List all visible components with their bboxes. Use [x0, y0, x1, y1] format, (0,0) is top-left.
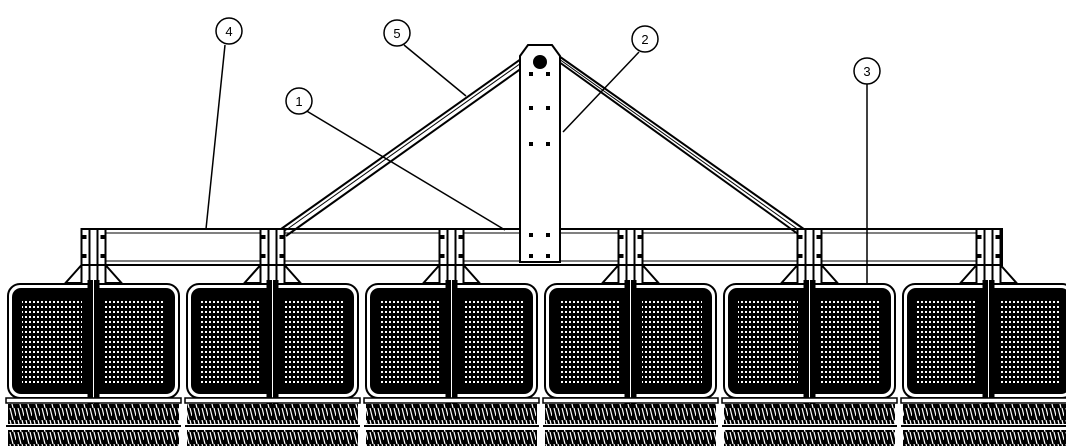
- callout-5: 5: [383, 19, 467, 97]
- basket-unit: [363, 228, 540, 446]
- svg-text:3: 3: [863, 64, 870, 79]
- basket-units: [5, 228, 1066, 446]
- callout-3: 3: [853, 57, 881, 292]
- svg-text:5: 5: [393, 26, 400, 41]
- svg-text:4: 4: [225, 24, 232, 39]
- right-brace: [547, 53, 809, 235]
- mast-pivot: [533, 55, 547, 69]
- svg-text:2: 2: [641, 32, 648, 47]
- callout-4: 4: [205, 17, 243, 230]
- svg-text:1: 1: [295, 94, 302, 109]
- basket-unit: [900, 228, 1066, 446]
- basket-unit: [184, 228, 361, 446]
- basket-unit: [721, 228, 898, 446]
- callout-2: 2: [562, 25, 659, 133]
- basket-unit: [5, 228, 182, 446]
- left-brace: [273, 53, 537, 237]
- basket-unit: [542, 228, 719, 446]
- center-mast: [519, 44, 561, 263]
- callout-1: 1: [285, 87, 506, 231]
